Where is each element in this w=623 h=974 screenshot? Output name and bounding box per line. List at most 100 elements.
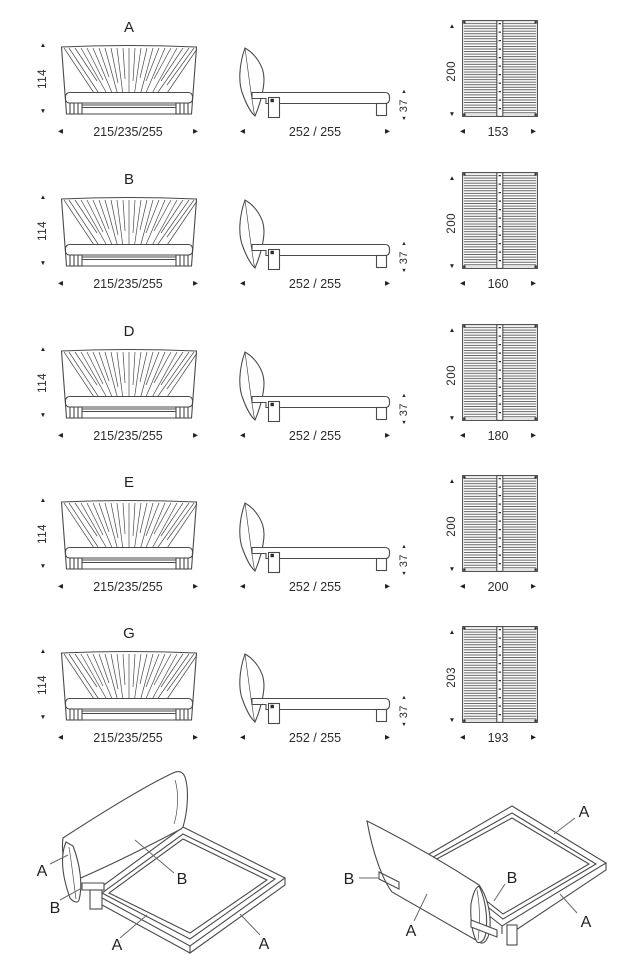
dim-arrow-up-icon: ▲ xyxy=(448,629,456,636)
bed-front-view xyxy=(58,649,200,725)
top-length-dimension: ▲ 203 ▼ xyxy=(444,629,460,724)
dim-arrow-up-icon: ▲ xyxy=(448,327,456,334)
front-height-value: 114 xyxy=(37,675,49,695)
side-depth-dimension: ◀ 252 / 255 ▶ xyxy=(240,429,390,443)
dim-arrow-up-icon: ▲ xyxy=(39,194,47,201)
dim-arrow-left-icon: ◀ xyxy=(460,733,465,741)
top-length-dimension: ▲ 200 ▼ xyxy=(444,478,460,573)
side-depth-value: 252 / 255 xyxy=(288,125,342,139)
bed-front-view xyxy=(58,498,200,574)
dim-arrow-down-icon: ▼ xyxy=(401,267,407,274)
dim-arrow-down-icon: ▼ xyxy=(448,414,456,422)
bed-front-view xyxy=(58,195,200,271)
dim-arrow-right-icon: ▶ xyxy=(530,279,536,287)
side-depth-dimension: ◀ 252 / 255 ▶ xyxy=(240,125,390,139)
callout-label-panel: B xyxy=(177,871,188,888)
dim-arrow-down-icon: ▼ xyxy=(448,110,456,118)
dim-arrow-left-icon: ◀ xyxy=(240,127,245,135)
callout-label-front-rail: A xyxy=(112,937,123,954)
top-length-dimension: ▲ 200 ▼ xyxy=(444,23,460,118)
side-height-value: 37 xyxy=(398,251,410,265)
dim-arrow-up-icon: ▲ xyxy=(39,346,47,353)
dim-arrow-left-icon: ◀ xyxy=(240,279,245,287)
top-length-value: 200 xyxy=(446,515,458,537)
dim-arrow-up-icon: ▲ xyxy=(39,497,47,504)
bed-side-view xyxy=(238,349,400,425)
dim-arrow-up-icon: ▲ xyxy=(39,42,47,49)
dim-arrow-right-icon: ▶ xyxy=(530,733,536,741)
front-width-value: 215/235/255 xyxy=(93,580,163,594)
bed-front-view xyxy=(58,347,200,423)
front-height-value: 114 xyxy=(37,373,49,393)
top-width-value: 200 xyxy=(487,580,509,594)
callout-label-panel-back: A xyxy=(406,923,417,940)
assembly-view-front-perspective: A B B A A xyxy=(37,771,287,955)
top-width-dimension: ◀ 160 ▶ xyxy=(460,277,536,291)
front-height-dimension: ▲ 114 ▼ xyxy=(34,648,52,721)
front-height-value: 114 xyxy=(37,69,49,89)
dim-arrow-down-icon: ▼ xyxy=(401,570,407,577)
callout-label-far-rail: A xyxy=(579,804,590,821)
top-width-value: 160 xyxy=(487,277,509,291)
dim-arrow-down-icon: ▼ xyxy=(401,419,407,426)
slatted-base-top-view xyxy=(462,20,538,117)
side-depth-value: 252 / 255 xyxy=(288,429,342,443)
dim-arrow-left-icon: ◀ xyxy=(460,431,465,439)
dim-arrow-right-icon: ▶ xyxy=(192,582,198,590)
dim-arrow-right-icon: ▶ xyxy=(530,582,536,590)
dim-arrow-left-icon: ◀ xyxy=(58,733,63,741)
dim-arrow-left-icon: ◀ xyxy=(240,733,245,741)
bed-side-view xyxy=(238,197,400,273)
side-depth-value: 252 / 255 xyxy=(288,580,342,594)
dim-arrow-right-icon: ▶ xyxy=(384,733,390,741)
top-width-value: 193 xyxy=(487,731,509,745)
top-length-dimension: ▲ 200 ▼ xyxy=(444,327,460,422)
bed-side-view xyxy=(238,45,400,121)
side-depth-dimension: ◀ 252 / 255 ▶ xyxy=(240,277,390,291)
side-height-dimension: ▲ 37 ▼ xyxy=(396,89,412,122)
dim-arrow-left-icon: ◀ xyxy=(58,431,63,439)
top-length-value: 200 xyxy=(446,60,458,82)
front-width-value: 215/235/255 xyxy=(93,429,163,443)
side-height-value: 37 xyxy=(398,403,410,417)
side-height-dimension: ▲ 37 ▼ xyxy=(396,241,412,274)
dim-arrow-down-icon: ▼ xyxy=(448,716,456,724)
side-height-value: 37 xyxy=(398,705,410,719)
top-width-dimension: ◀ 180 ▶ xyxy=(460,429,536,443)
top-length-value: 203 xyxy=(446,666,458,688)
dim-arrow-left-icon: ◀ xyxy=(460,127,465,135)
dim-arrow-down-icon: ▼ xyxy=(39,562,47,570)
side-depth-dimension: ◀ 252 / 255 ▶ xyxy=(240,731,390,745)
front-height-dimension: ▲ 114 ▼ xyxy=(34,497,52,570)
assembly-view-back-perspective: A B B A A xyxy=(344,804,608,946)
callout-label-near-rail: A xyxy=(581,914,592,931)
dim-arrow-left-icon: ◀ xyxy=(460,279,465,287)
top-length-dimension: ▲ 200 ▼ xyxy=(444,175,460,270)
spec-row-e: E ▲ 114 ▼ ◀ 215/235/255 ▶ ◀ 252 / 255 ▶ … xyxy=(0,467,623,619)
dim-arrow-up-icon: ▲ xyxy=(448,23,456,30)
model-label: D xyxy=(123,323,135,340)
dim-arrow-right-icon: ▶ xyxy=(384,582,390,590)
dim-arrow-right-icon: ▶ xyxy=(384,279,390,287)
slatted-base-top-view xyxy=(462,475,538,572)
side-depth-value: 252 / 255 xyxy=(288,277,342,291)
dim-arrow-left-icon: ◀ xyxy=(240,431,245,439)
dim-arrow-up-icon: ▲ xyxy=(401,695,407,701)
dim-arrow-down-icon: ▼ xyxy=(39,107,47,115)
dim-arrow-up-icon: ▲ xyxy=(401,89,407,95)
front-height-dimension: ▲ 114 ▼ xyxy=(34,194,52,267)
front-width-dimension: ◀ 215/235/255 ▶ xyxy=(58,731,198,745)
callout-label-leaf-leg: B xyxy=(507,870,518,887)
front-width-dimension: ◀ 215/235/255 ▶ xyxy=(58,580,198,594)
dim-arrow-right-icon: ▶ xyxy=(192,733,198,741)
callout-label-bracket: B xyxy=(344,871,355,888)
dim-arrow-down-icon: ▼ xyxy=(401,721,407,728)
side-height-value: 37 xyxy=(398,554,410,568)
spec-row-a: A ▲ 114 ▼ ◀ 215/235/255 ▶ ◀ 252 / 255 ▶ … xyxy=(0,12,623,164)
side-depth-dimension: ◀ 252 / 255 ▶ xyxy=(240,580,390,594)
bed-side-view xyxy=(238,651,400,727)
dim-arrow-right-icon: ▶ xyxy=(530,127,536,135)
front-height-dimension: ▲ 114 ▼ xyxy=(34,346,52,419)
spec-row-b: B ▲ 114 ▼ ◀ 215/235/255 ▶ ◀ 252 / 255 ▶ … xyxy=(0,164,623,316)
